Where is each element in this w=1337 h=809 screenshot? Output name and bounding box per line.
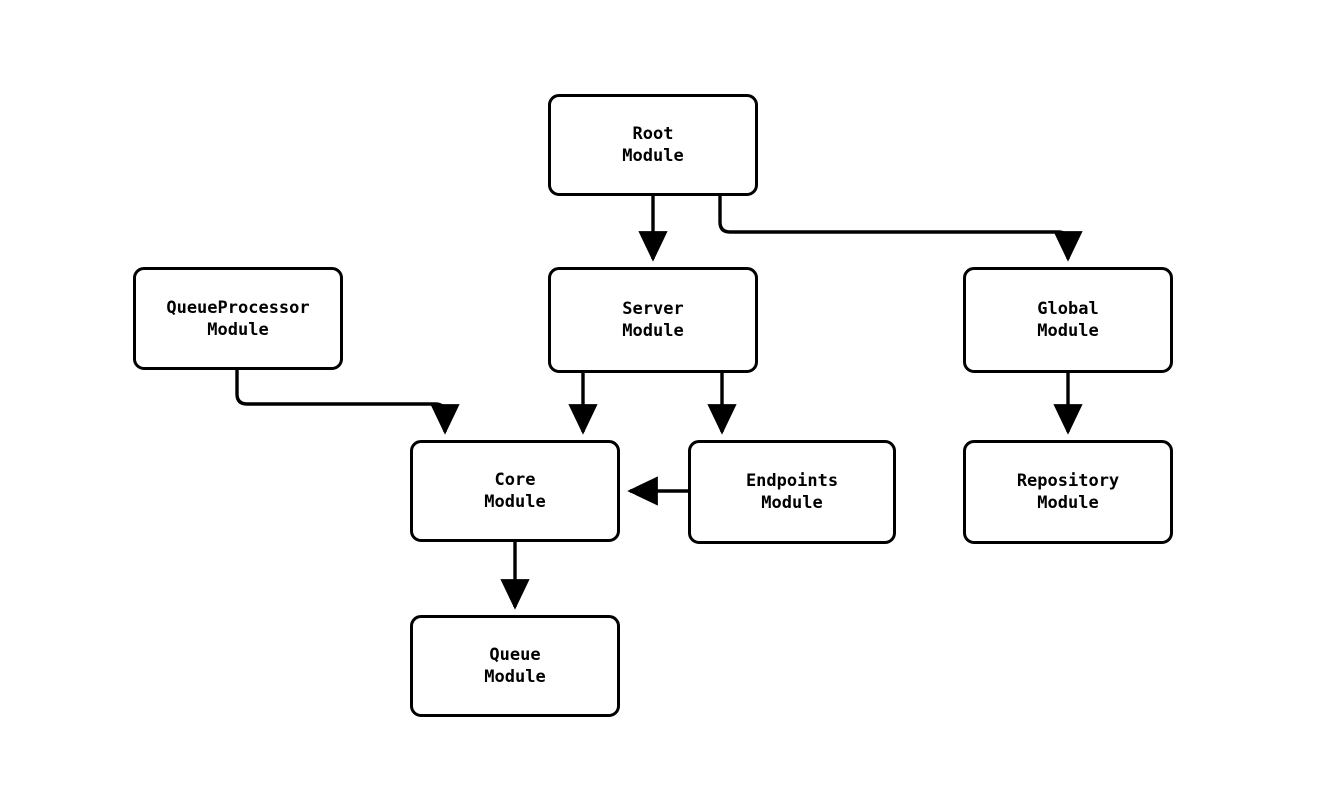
- node-label-primary: Queue: [489, 645, 541, 665]
- node-label-secondary: Module: [1037, 493, 1099, 513]
- node-label-primary: Global: [1037, 299, 1099, 319]
- node-label-primary: Server: [622, 299, 684, 319]
- edge-root-to-global: [718, 196, 1083, 262]
- node-label-secondary: Module: [484, 492, 546, 512]
- node-label-secondary: Module: [207, 319, 269, 340]
- node-label-primary: Core: [494, 470, 536, 490]
- node-label-primary: QueueProcessor: [166, 297, 310, 318]
- node-label-secondary: Module: [761, 493, 823, 513]
- edge-queueprocessor-to-core: [235, 370, 460, 435]
- node-label-secondary: Module: [622, 146, 684, 166]
- node-label-primary: Root: [632, 124, 674, 144]
- node-label-secondary: Module: [1037, 321, 1099, 341]
- node-label-primary: Repository: [1016, 471, 1120, 491]
- node-label-primary: Endpoints: [745, 471, 839, 491]
- node-label-secondary: Module: [484, 667, 546, 687]
- node-label-secondary: Module: [622, 321, 684, 341]
